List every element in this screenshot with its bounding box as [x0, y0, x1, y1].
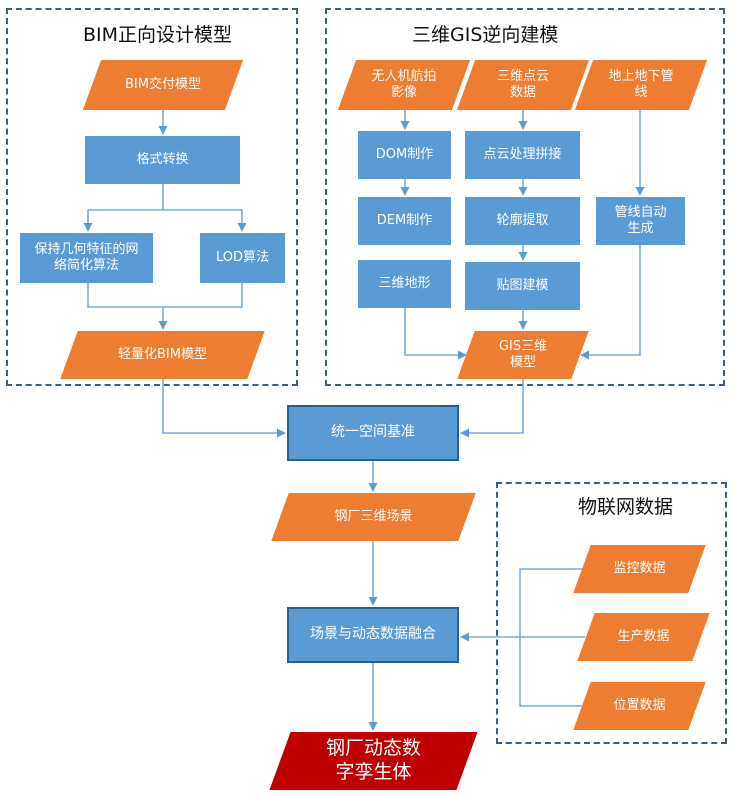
steel-plant-3d-scene: 钢厂三维场景 [266, 493, 481, 541]
iot-data-group: 物联网数据 [496, 482, 727, 744]
pipeline-data: 地上地下管线 [570, 60, 712, 110]
dom-production: DOM制作 [358, 131, 451, 179]
dem-production: DEM制作 [358, 197, 451, 245]
3d-terrain: 三维地形 [358, 260, 451, 308]
uav-aerial-imagery: 无人机航拍影像 [333, 60, 475, 110]
arrow-gis-to-unify [460, 379, 524, 438]
geometry-simplify-algorithm: 保持几何特征的网络简化算法 [20, 233, 153, 283]
lod-algorithm: LOD算法 [200, 233, 285, 283]
lightweight-bim-model: 轻量化BIM模型 [55, 331, 270, 379]
gis-group-title: 三维GIS逆向建模 [412, 24, 559, 46]
format-conversion: 格式转换 [85, 136, 240, 184]
scene-dynamic-data-fusion: 场景与动态数据融合 [287, 607, 459, 663]
production-data: 生产数据 [572, 613, 715, 661]
monitoring-data: 监控数据 [568, 545, 711, 593]
gis-modeling-group: 三维GIS逆向建模 [325, 8, 725, 386]
position-data: 位置数据 [568, 682, 711, 730]
point-cloud-data: 三维点云数据 [452, 60, 594, 110]
arrow-light-to-unify [162, 379, 286, 438]
texture-modeling: 贴图建模 [465, 262, 580, 310]
contour-extraction: 轮廓提取 [465, 197, 580, 245]
unified-spatial-reference: 统一空间基准 [287, 405, 459, 461]
gis-3d-model: GIS三维模型 [452, 331, 594, 379]
bim-design-group: BIM正向设计模型 [6, 8, 298, 386]
bim-group-title: BIM正向设计模型 [83, 24, 233, 46]
iot-group-title: 物联网数据 [578, 496, 674, 518]
steel-plant-digital-twin: 钢厂动态数字孪生体 [266, 732, 481, 790]
pipeline-auto-generation: 管线自动生成 [596, 197, 685, 245]
bim-delivery-model: BIM交付模型 [78, 60, 248, 110]
point-cloud-processing: 点云处理拼接 [465, 131, 580, 179]
